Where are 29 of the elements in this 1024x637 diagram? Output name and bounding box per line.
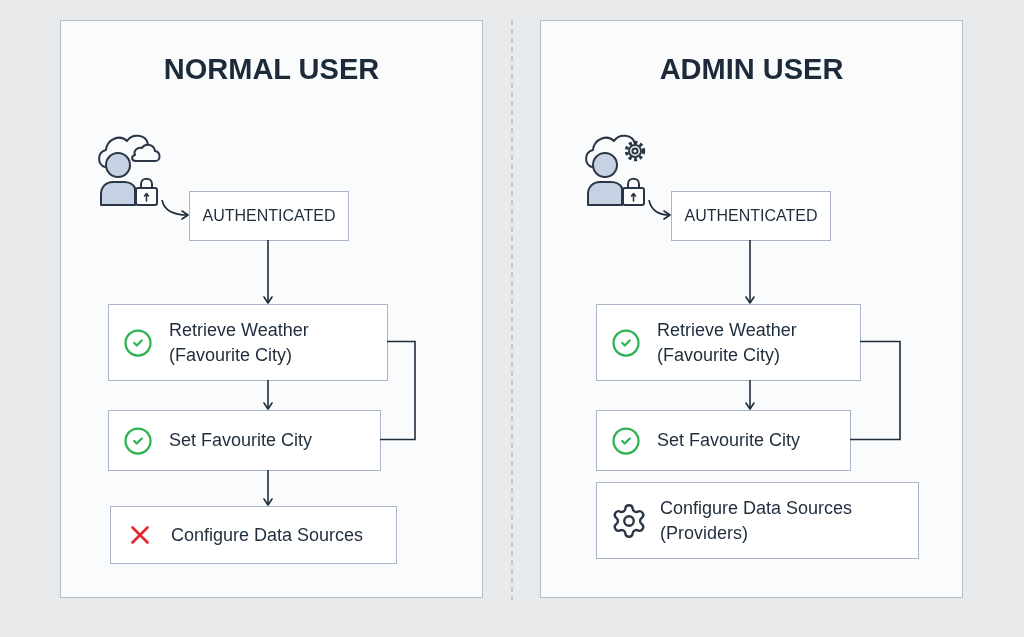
connector-line (849, 340, 901, 441)
step-label: Retrieve Weather (Favourite City) (657, 318, 798, 367)
arrow (263, 239, 273, 304)
process-box (596, 304, 861, 381)
step-label: Configure Data Sources (Providers) (660, 496, 854, 545)
arrow (648, 199, 671, 220)
user-panel (60, 20, 483, 598)
panel-heading: NORMAL USER (163, 52, 380, 87)
state-box (189, 191, 349, 241)
panel-heading: ADMIN USER (659, 52, 844, 87)
arrow (745, 379, 755, 410)
process-box (596, 410, 851, 471)
step-label: Retrieve Weather (Favourite City) (169, 318, 310, 367)
process-box (108, 410, 381, 471)
state-label: AUTHENTICATED (684, 206, 818, 226)
process-box (108, 304, 388, 381)
process-box (110, 506, 397, 564)
arrow (263, 469, 273, 506)
user-panel (540, 20, 963, 598)
process-box (596, 482, 919, 559)
step-label: Set Favourite City (169, 429, 313, 452)
connector-line (379, 340, 416, 441)
step-label: Configure Data Sources (171, 523, 364, 547)
state-label: AUTHENTICATED (202, 206, 336, 226)
state-box (671, 191, 831, 241)
arrow (161, 199, 189, 220)
arrow (263, 379, 273, 410)
step-label: Set Favourite City (657, 429, 801, 452)
arrow (745, 239, 755, 304)
